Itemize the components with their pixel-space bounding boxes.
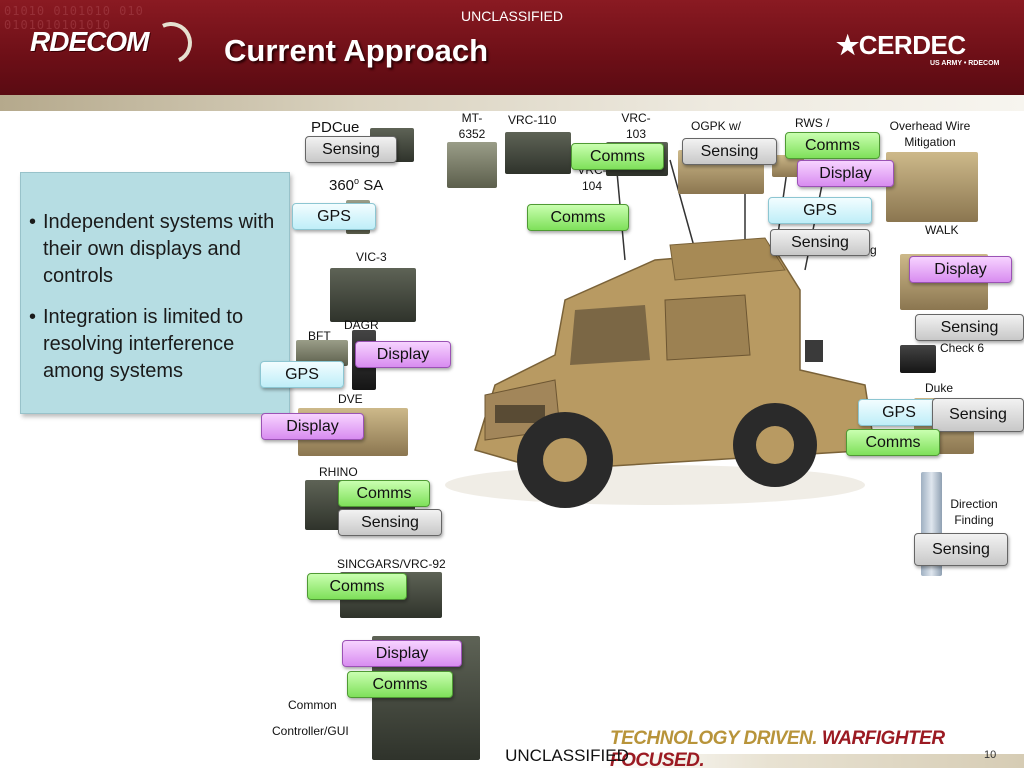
binary-pattern: 01010 0101010 010 0101010101010 xyxy=(4,4,144,32)
tag-vrc104-comms: Comms xyxy=(527,204,629,231)
label-common: Common xyxy=(288,698,337,712)
label-rws: RWS / xyxy=(795,116,830,130)
classification-bottom: UNCLASSIFIED xyxy=(505,746,629,765)
tag-vrc103-comms: Comms xyxy=(571,143,664,170)
label-rhino: RHINO xyxy=(319,465,358,479)
tag-duke-gps: GPS xyxy=(858,399,940,426)
tag-duke-comms: Comms xyxy=(846,429,940,456)
tag-pdcue-sensing: Sensing xyxy=(305,136,397,163)
mt6352-image xyxy=(447,142,497,188)
tag-rhino-sensing: Sensing xyxy=(338,509,442,536)
label-360-tail: SA xyxy=(359,177,384,194)
label-ogpk: OGPK w/ xyxy=(691,119,742,133)
label-mt6352: MT- 6352 xyxy=(458,111,486,141)
tag-rws-display: Display xyxy=(797,160,894,187)
tag-rws-gps: GPS xyxy=(768,197,872,224)
bullet-item: Integration is limited to resolving inte… xyxy=(29,304,279,385)
rws-image xyxy=(772,155,804,177)
tag-bft-display: Display xyxy=(355,341,451,368)
label-360-number: 360 xyxy=(329,177,355,194)
cerdec-logo: ★CERDEC xyxy=(836,30,966,60)
tag-df-sensing: Sensing xyxy=(914,533,1008,566)
page-number: 10 xyxy=(984,749,997,761)
label-vrc110: VRC-110 xyxy=(508,113,557,127)
header-band xyxy=(0,95,1024,111)
tag-sincgars-comms: Comms xyxy=(307,573,407,600)
label-duke: Duke xyxy=(925,381,954,395)
header-banner xyxy=(0,0,1024,95)
tag-rws-sensing: Sensing xyxy=(770,229,870,256)
tag-ogpk-sensing: Sensing xyxy=(682,138,777,165)
tag-bft-gps: GPS xyxy=(260,361,344,388)
tag-rhino-comms: Comms xyxy=(338,480,430,507)
tag-rws-comms: Comms xyxy=(785,132,880,159)
label-bft: BFT xyxy=(308,329,331,343)
label-360-degree: o xyxy=(354,176,360,186)
rdecom-logo: RDECOM xyxy=(30,26,149,57)
classification-top: UNCLASSIFIED xyxy=(461,8,563,24)
label-check6: Check 6 xyxy=(940,341,985,355)
check6-image xyxy=(900,345,936,373)
cerdec-logo-subtitle: US ARMY • RDECOM xyxy=(930,60,1000,67)
bullet-item: Independent systems with their own displ… xyxy=(29,209,279,290)
label-overhead-wire: Overhead Wire Mitigation xyxy=(889,119,971,149)
slogan-technology: TECHNOLOGY DRIVEN. xyxy=(610,728,822,749)
label-dve: DVE xyxy=(338,392,363,406)
label-pdcue: PDCue xyxy=(311,119,360,136)
label-sincgars: SINCGARS/VRC-92 xyxy=(337,557,446,571)
vrc110-image xyxy=(505,132,571,174)
label-vrc103: VRC- 103 xyxy=(621,111,651,141)
vic3-image xyxy=(330,268,416,322)
footer-stripe xyxy=(600,754,1024,768)
slide-title: Current Approach xyxy=(224,33,489,68)
tag-duke-sensing: Sensing xyxy=(932,398,1024,432)
bullet-box: Independent systems with their own displ… xyxy=(20,172,290,414)
label-g-fragment: g xyxy=(870,243,877,257)
tag-dve-display: Display xyxy=(261,413,364,440)
label-controller: Controller/GUI xyxy=(272,724,349,738)
label-direction-finding: Direction Finding xyxy=(950,497,998,527)
label-360-sa: 360o SA xyxy=(329,173,383,194)
tag-walk-display: Display xyxy=(909,256,1012,283)
tag-360-gps: GPS xyxy=(292,203,376,230)
slogan-warfighter: WARFIGHTER FOCUSED. xyxy=(610,728,945,768)
label-walk: WALK xyxy=(925,223,959,237)
tag-common-display: Display xyxy=(342,640,462,667)
tag-common-comms: Comms xyxy=(347,671,453,698)
label-dagr: DAGR xyxy=(344,318,379,332)
footer-slogan: TECHNOLOGY DRIVEN. WARFIGHTER FOCUSED. xyxy=(610,728,1024,768)
tag-check6-sensing: Sensing xyxy=(915,314,1024,341)
overhead-wire-image xyxy=(886,152,978,222)
label-vic3: VIC-3 xyxy=(356,250,387,264)
